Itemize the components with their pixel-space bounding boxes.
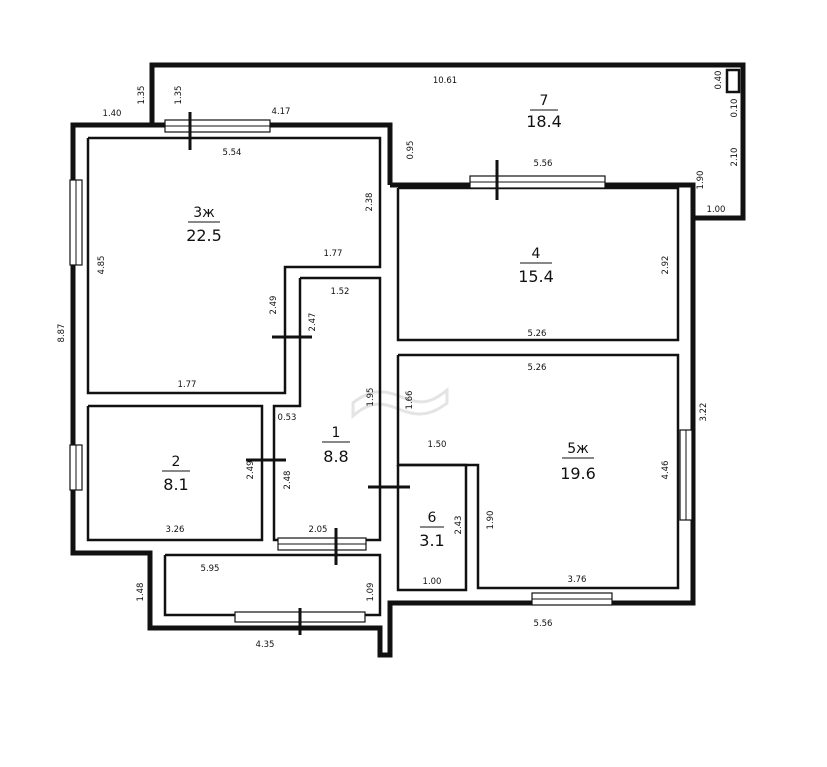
- room-5-area: 19.6: [560, 464, 596, 483]
- dim-label: 1.77: [178, 380, 197, 390]
- room3-wall: [86, 136, 382, 395]
- dim-label: 0.53: [278, 413, 297, 423]
- dim-label: 3.26: [166, 525, 185, 535]
- dim-label: 1.95: [366, 388, 376, 407]
- dim-label: 3.22: [699, 403, 709, 422]
- dim-label: 1.00: [707, 205, 726, 215]
- dim-label: 0.95: [406, 141, 416, 160]
- room-6-number: 6: [428, 510, 437, 526]
- dimension-labels: 10.61 1.40 4.17 5.54 5.56 1.00 1.77 1.52…: [57, 71, 740, 650]
- dim-label: 0.40: [714, 71, 724, 90]
- room-7-number: 7: [540, 93, 549, 109]
- dim-label: 2.48: [283, 471, 293, 490]
- dim-label: 2.10: [730, 148, 740, 167]
- dim-label: 1.66: [405, 391, 415, 410]
- dim-label: 1.52: [331, 287, 350, 297]
- doors: [188, 112, 499, 635]
- dim-label: 1.40: [103, 109, 122, 119]
- dim-label: 10.61: [433, 76, 457, 86]
- dim-label: 2.05: [309, 525, 328, 535]
- walls: [70, 62, 746, 658]
- dim-label: 2.49: [269, 296, 279, 315]
- dim-label: 1.09: [366, 583, 376, 602]
- dim-label: 1.35: [174, 86, 184, 105]
- dim-label: 1.90: [696, 171, 706, 190]
- dim-label: 0.10: [730, 99, 740, 118]
- dim-label: 2.38: [365, 193, 375, 212]
- dim-label: 1.00: [423, 577, 442, 587]
- dim-label: 4.46: [661, 461, 671, 480]
- room-2-area: 8.1: [163, 475, 188, 494]
- room-5-number: 5ж: [567, 441, 589, 457]
- exterior-wall: [70, 122, 696, 658]
- dim-label: 4.85: [97, 256, 107, 275]
- room-4-number: 4: [532, 246, 541, 262]
- hall-wall: [163, 553, 382, 617]
- room-labels: 7 18.4 3ж 22.5 4 15.4 1 8.8 2 8.1 5ж 19.…: [162, 93, 596, 550]
- room-7-area: 18.4: [526, 112, 562, 131]
- room6-wall: [396, 463, 468, 592]
- dim-label: 3.76: [568, 575, 587, 585]
- room-6-area: 3.1: [419, 531, 444, 550]
- room-3-number: 3ж: [193, 205, 215, 221]
- room-3-area: 22.5: [186, 226, 222, 245]
- dim-label: 1.50: [428, 440, 447, 450]
- dim-label: 1.90: [486, 511, 496, 530]
- dim-label: 5.56: [534, 619, 553, 629]
- dim-label: 4.35: [256, 640, 275, 650]
- room-4-area: 15.4: [518, 267, 554, 286]
- dim-label: 2.49: [246, 461, 256, 480]
- dim-label: 1.77: [324, 249, 343, 259]
- dim-label: 1.35: [137, 86, 147, 105]
- room2-wall: [86, 404, 264, 542]
- dim-label: 2.43: [454, 516, 464, 535]
- dim-label: 5.26: [528, 363, 547, 373]
- dim-label: 5.26: [528, 329, 547, 339]
- dim-label: 2.47: [308, 313, 318, 332]
- dim-label: 2.92: [661, 256, 671, 275]
- dim-label: 5.56: [534, 159, 553, 169]
- dim-label: 5.95: [201, 564, 220, 574]
- dim-label: 4.17: [272, 107, 291, 117]
- room1-wall: [272, 276, 382, 542]
- dim-label: 5.54: [223, 148, 242, 158]
- balcony-wall: [149, 62, 746, 221]
- room-2-number: 2: [172, 454, 181, 470]
- dim-label: 1.48: [136, 583, 146, 602]
- room-1-area: 8.8: [323, 447, 348, 466]
- room-1-number: 1: [332, 425, 341, 441]
- balcony-stub: [725, 68, 741, 94]
- watermark: ~: [337, 312, 463, 486]
- dim-label: 8.87: [57, 324, 67, 343]
